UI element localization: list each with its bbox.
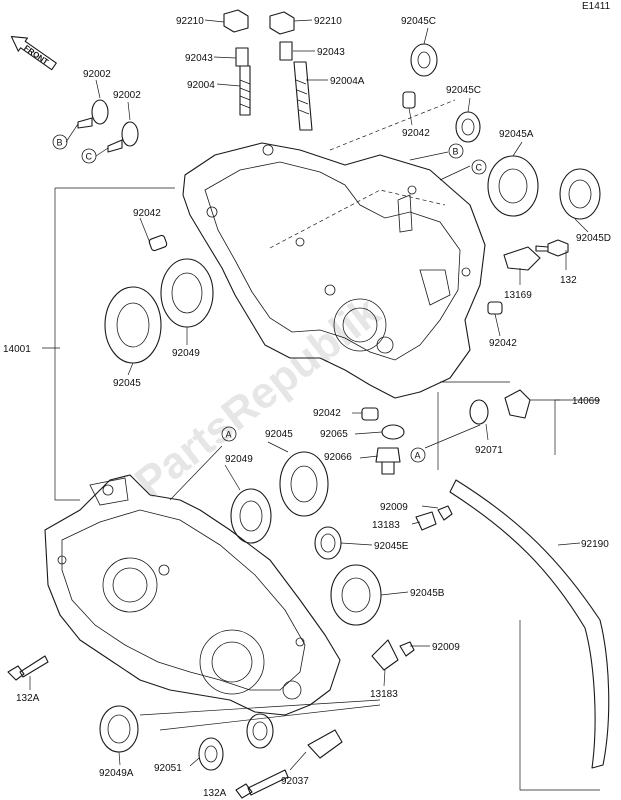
label-92042-top: 92042 bbox=[402, 128, 430, 139]
label-92045c-mid: 92045C bbox=[446, 85, 481, 96]
callout-c-right: C bbox=[471, 159, 487, 175]
front-direction-icon: FRONT bbox=[10, 36, 57, 71]
nut-right bbox=[269, 11, 295, 35]
callout-b-left: B bbox=[52, 134, 68, 150]
dowel-92042-top bbox=[402, 91, 416, 109]
watermark: PartsRepublik bbox=[126, 287, 390, 508]
bracket-13169 bbox=[503, 246, 541, 271]
label-132: 132 bbox=[560, 275, 577, 286]
label-92042-left: 92042 bbox=[133, 208, 161, 219]
label-92002-left: 92002 bbox=[83, 69, 111, 80]
label-92045-mid: 92045 bbox=[265, 429, 293, 440]
svg-text:B: B bbox=[57, 138, 63, 148]
label-92210-left: 92210 bbox=[176, 16, 204, 27]
label-14001: 14001 bbox=[3, 344, 31, 355]
seal-92045c-top bbox=[410, 43, 438, 77]
bearing-92045b bbox=[330, 564, 382, 626]
label-92043-right: 92043 bbox=[317, 47, 345, 58]
label-132a-left: 132A bbox=[16, 693, 40, 704]
bolt-132a-bottom bbox=[235, 769, 289, 799]
label-92045c-top: 92045C bbox=[401, 16, 436, 27]
label-92004: 92004 bbox=[187, 80, 215, 91]
label-92049a: 92049A bbox=[99, 768, 134, 779]
seal-92049-mid bbox=[230, 488, 272, 544]
bolt-132 bbox=[535, 239, 569, 257]
bolt-92009-low bbox=[399, 641, 415, 657]
dowel-92042-right bbox=[487, 301, 503, 315]
label-92051: 92051 bbox=[154, 763, 182, 774]
bearing-92045a bbox=[487, 155, 539, 217]
label-92071: 92071 bbox=[475, 445, 503, 456]
bolt-c-left bbox=[107, 121, 139, 153]
label-132a-bottom: 132A bbox=[203, 788, 227, 799]
bolt-92009-top bbox=[437, 505, 453, 521]
washer-92065 bbox=[381, 424, 405, 440]
bearing-92045c-mid bbox=[455, 111, 481, 143]
bracket-13183-low bbox=[371, 639, 399, 671]
front-label: FRONT bbox=[22, 43, 50, 66]
stud-right bbox=[279, 41, 313, 131]
nut-left bbox=[223, 9, 249, 33]
callout-a-bottom: A bbox=[410, 447, 426, 463]
callout-a-top: A bbox=[221, 426, 237, 442]
label-92042-low: 92042 bbox=[313, 408, 341, 419]
bearing-lower-small bbox=[246, 713, 274, 749]
seal-92049a bbox=[99, 705, 139, 753]
crankcase-left-half bbox=[44, 474, 341, 716]
bracket-13183-top bbox=[415, 511, 437, 531]
bolt-132a-left bbox=[7, 655, 49, 681]
svg-text:B: B bbox=[453, 147, 459, 157]
label-92049-mid: 92049 bbox=[225, 454, 253, 465]
label-92190: 92190 bbox=[581, 539, 609, 550]
label-92002-right: 92002 bbox=[113, 90, 141, 101]
stud-left bbox=[235, 47, 251, 116]
callout-c-left: C bbox=[81, 148, 97, 164]
label-14069: 14069 bbox=[572, 396, 600, 407]
label-92065: 92065 bbox=[320, 429, 348, 440]
bearing-92045-mid bbox=[279, 451, 329, 517]
label-92045-left: 92045 bbox=[113, 378, 141, 389]
clamp-92037 bbox=[307, 729, 343, 759]
label-92009-top: 92009 bbox=[380, 502, 408, 513]
svg-text:C: C bbox=[86, 152, 93, 162]
label-13169: 13169 bbox=[504, 290, 532, 301]
label-92042-right: 92042 bbox=[489, 338, 517, 349]
bearing-92045e bbox=[314, 526, 342, 560]
svg-text:A: A bbox=[415, 451, 421, 461]
drain-plug-92066 bbox=[375, 447, 401, 475]
label-92037: 92037 bbox=[281, 776, 309, 787]
label-13183-low: 13183 bbox=[370, 689, 398, 700]
label-92045e: 92045E bbox=[374, 541, 409, 552]
leader-lines bbox=[29, 19, 600, 791]
seal-92049-top bbox=[160, 258, 214, 328]
label-92066: 92066 bbox=[324, 452, 352, 463]
label-92049-top: 92049 bbox=[172, 348, 200, 359]
bearing-92045d bbox=[559, 168, 601, 220]
svg-text:C: C bbox=[476, 163, 483, 173]
label-92045b: 92045B bbox=[410, 588, 445, 599]
label-92004a: 92004A bbox=[330, 76, 365, 87]
bolt-b-left bbox=[77, 99, 109, 129]
label-92009-low: 92009 bbox=[432, 642, 460, 653]
dowel-92042-low bbox=[361, 407, 379, 421]
svg-text:A: A bbox=[226, 430, 232, 440]
callout-b-right: B bbox=[448, 143, 464, 159]
label-92045d: 92045D bbox=[576, 233, 611, 244]
dowel-92042-left bbox=[148, 234, 168, 252]
fitting-92071 bbox=[469, 389, 531, 425]
label-92210-right: 92210 bbox=[314, 16, 342, 27]
crankcase-right-half bbox=[182, 99, 486, 399]
label-92043-left: 92043 bbox=[185, 53, 213, 64]
watermark-text: PartsRepublik bbox=[126, 287, 390, 508]
seal-92051 bbox=[198, 737, 224, 771]
diagram-code: E1411 bbox=[582, 1, 611, 12]
part-labels: 92210 92210 92043 92043 92004 92004A 920… bbox=[3, 16, 611, 799]
label-13183-top: 13183 bbox=[372, 520, 400, 531]
label-92045a: 92045A bbox=[499, 129, 534, 140]
hose-92190 bbox=[449, 479, 610, 769]
bearing-92045-left bbox=[104, 286, 162, 364]
